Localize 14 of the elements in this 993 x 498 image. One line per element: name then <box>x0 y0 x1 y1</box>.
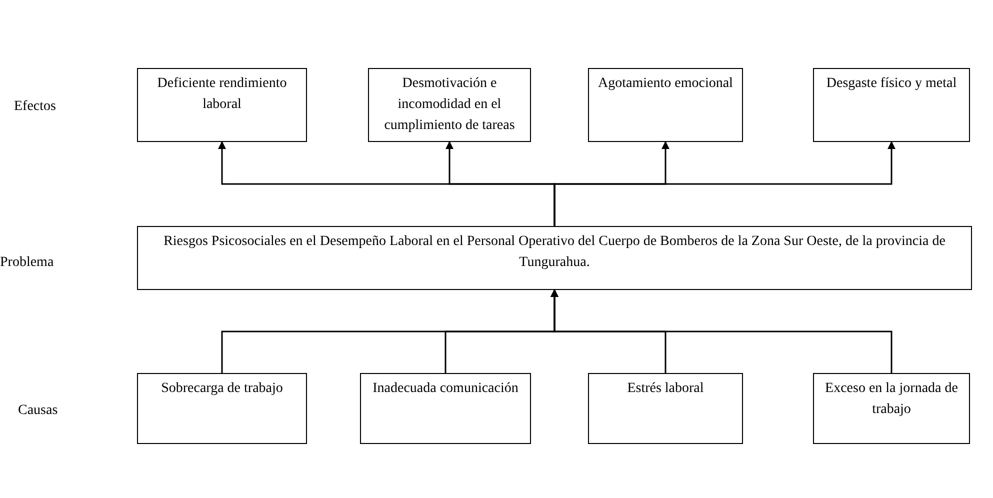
text-box: Desmotivación e incomodidad en el cumplimiento de tareas <box>368 68 531 142</box>
text-box: Estrés laboral <box>588 373 743 444</box>
row-label: Problema <box>0 254 54 272</box>
text-box: Agotamiento emocional <box>588 68 743 142</box>
arrow <box>554 141 896 226</box>
row-label: Causas <box>18 402 58 420</box>
arrow <box>550 289 892 373</box>
text-box: Sobrecarga de trabajo <box>137 373 307 444</box>
text-box: Desgaste físico y metal <box>813 68 970 142</box>
text-box: Inadecuada comunicación <box>360 373 531 444</box>
row-label: Efectos <box>14 98 56 116</box>
text-box: Deficiente rendimiento laboral <box>137 68 307 142</box>
text-box: Exceso en la jornada de trabajo <box>813 373 970 444</box>
text-box: Riesgos Psicosociales en el Desempeño Laboral en el Personal Operativo del Cuerpo de Bomberos de la Zona Sur Oeste, de la provincia de Tungurahua. <box>137 226 972 290</box>
